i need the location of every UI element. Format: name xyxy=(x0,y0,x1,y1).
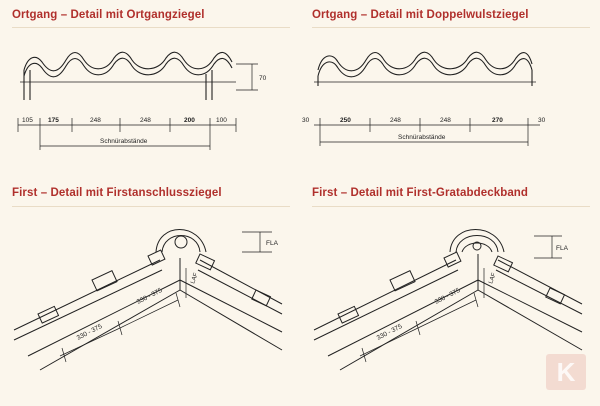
panel-title: Ortgang – Detail mit Ortgangziegel xyxy=(12,9,205,21)
slope-dim-label: 330 - 375 xyxy=(76,323,104,342)
panel-first-firstanschlussziegel: First – Detail mit Firstanschlussziegel xyxy=(0,180,290,380)
panel-title: First – Detail mit Firstanschlussziegel xyxy=(12,187,222,199)
laf-label: LAF xyxy=(488,272,498,285)
brand-logo: K xyxy=(546,354,586,390)
panel-ortgang-ortgangziegel: Ortgang – Detail mit Ortgangziegel xyxy=(0,0,290,200)
slope-dim-label: 330 - 375 xyxy=(376,323,404,342)
dim-label: 175 xyxy=(48,117,59,124)
dim-label: 30 xyxy=(538,117,546,124)
dim-label: 200 xyxy=(184,117,195,124)
span-label: Schnürabstände xyxy=(100,138,148,145)
dim-label: 270 xyxy=(492,117,503,124)
dim-label: 250 xyxy=(340,117,351,124)
dim-label: 248 xyxy=(390,117,401,124)
title-divider xyxy=(312,206,590,207)
fla-label: FLA xyxy=(266,240,279,247)
panel-title: Ortgang – Detail mit Doppelwulstziegel xyxy=(312,9,529,21)
first-diagram-2: FLA LAF 330 - 375 330 - 375 xyxy=(313,229,583,371)
panel-first-gratabdeckband: First – Detail mit First-Gratabdeckband xyxy=(300,180,590,380)
slope-dim-label: 330 - 375 xyxy=(434,287,462,306)
laf-label: LAF xyxy=(190,272,200,285)
dim-label: 248 xyxy=(90,117,101,124)
panel-title: First – Detail mit First-Gratabdeckband xyxy=(312,187,529,199)
height-label: 70 xyxy=(259,75,267,82)
dim-label: 30 xyxy=(302,117,310,124)
slope-dim-label: 330 - 375 xyxy=(136,287,164,306)
span-label: Schnürabstände xyxy=(398,134,446,141)
dim-label: 248 xyxy=(440,117,451,124)
title-divider xyxy=(312,27,590,28)
panel-ortgang-doppelwulstziegel: Ortgang – Detail mit Doppelwulstziegel 3… xyxy=(300,0,590,200)
title-divider xyxy=(12,206,290,207)
first-diagram-1: FLA LAF 330 - 375 330 - 375 xyxy=(13,229,283,371)
title-divider xyxy=(12,27,290,28)
dim-label: 105 xyxy=(22,117,33,124)
dim-label: 248 xyxy=(140,117,151,124)
ortgang-diagram-1: 70 105 175 248 248 200 100 Schnürabständ… xyxy=(17,51,267,150)
dim-label: 100 xyxy=(216,117,227,124)
ortgang-diagram-2: 30 250 248 248 270 30 Schnürabstände xyxy=(302,51,546,146)
fla-label: FLA xyxy=(556,245,569,252)
